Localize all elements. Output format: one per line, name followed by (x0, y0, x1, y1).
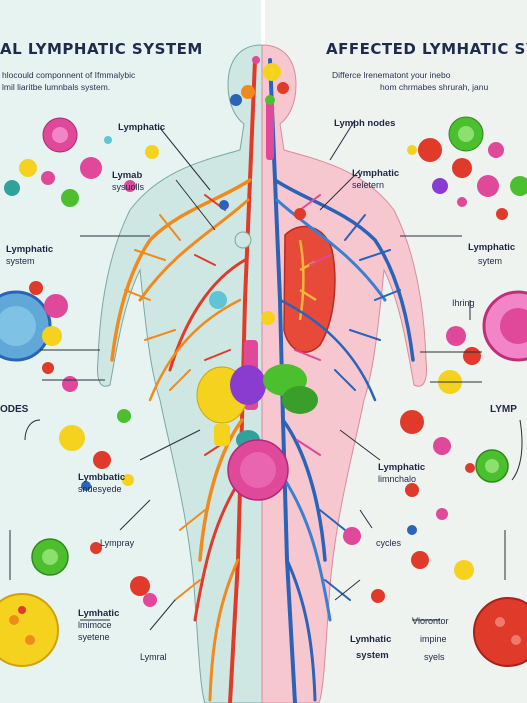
label-lymp: LYMP (490, 404, 517, 415)
label-bottom-right-1: Lymhatic (350, 634, 392, 645)
organ-purple (230, 365, 266, 405)
label-lympray: Lympray (100, 538, 135, 548)
label-lymphatic: Lymphatic (118, 122, 166, 133)
label-system-right-2: sytem (478, 256, 503, 266)
left-subtitle-2: lmil liaritbe lumnbals system. (2, 82, 111, 92)
label-bottom-3: syetene (78, 632, 110, 642)
label-lymab-2: sysuolls (112, 182, 145, 192)
label-cycles: cycles (376, 538, 402, 548)
cell-red-bottom-right (473, 597, 527, 667)
leader-lines (9, 119, 523, 631)
right-title: AFFECTED LYMHATIC SYSTEM (326, 40, 527, 58)
label-system-1: Lymphatic (6, 244, 54, 255)
label-nodes: Lymph nodes (334, 118, 396, 129)
vessels-right (268, 58, 415, 703)
label-vlorontor-1: Vlorontor (412, 616, 449, 626)
label-odes: ODES (0, 404, 29, 415)
label-sndesyede-1: Lymbbatic (78, 472, 126, 483)
label-bottom-2: lmimoce (78, 620, 112, 630)
label-vlorontor-3: syels (424, 652, 445, 662)
vessels-left (110, 58, 257, 703)
right-subtitle-2: hom chrmabes shrurah, janu (380, 82, 489, 92)
organ-green-2 (282, 386, 318, 414)
label-bottom-right-2: system (356, 650, 389, 661)
label-sndesyede-2: sndesyede (78, 484, 122, 494)
right-subtitle-1: Differce lrenematont your inebo (332, 70, 451, 80)
label-limnchalo-2: limnchalo (378, 474, 417, 484)
label-seletern-2: seletern (352, 180, 385, 190)
left-title: AL LYMPHATIC SYSTEM (0, 40, 203, 58)
cell-yellow-bottom-left (0, 593, 59, 667)
body-silhouette-left (97, 44, 263, 703)
label-bottom-1: Lymhatic (78, 608, 120, 619)
label-ihring: Ihring (452, 298, 475, 308)
label-limnchalo-1: Lymphatic (378, 462, 426, 473)
label-system-right-1: Lymphatic (468, 242, 516, 253)
label-system-2: system (6, 256, 35, 266)
left-subtitle-1: hlocould componnent of Ifmmalybic (2, 70, 136, 80)
label-vlorontor-2: impine (420, 634, 447, 644)
label-lymral: Lymral (140, 652, 167, 662)
label-lymab-1: Lymab (112, 170, 143, 181)
label-seletern-1: Lymphatic (352, 168, 400, 179)
